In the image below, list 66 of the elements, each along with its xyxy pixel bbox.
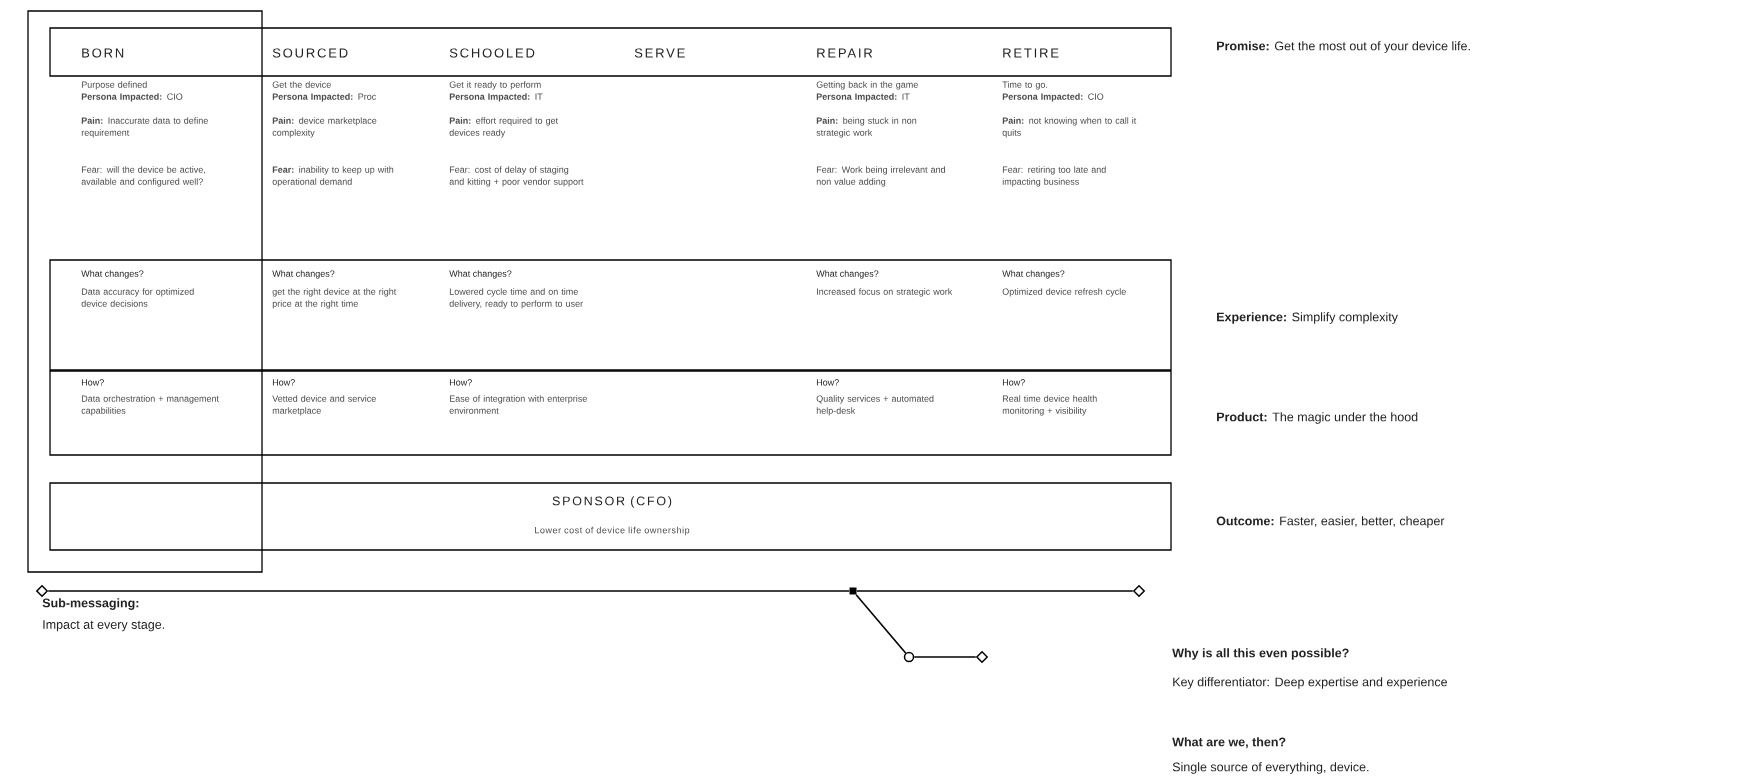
stage-header-band xyxy=(49,27,1172,77)
row-heading: What changes? xyxy=(1002,270,1065,279)
sponsor-title: SPONSOR (CFO) xyxy=(552,496,672,508)
stage-note: Fear: retiring too late and impacting business xyxy=(1002,166,1106,187)
stage-note: Fear: will the device be active, available and configured well? xyxy=(81,166,205,187)
stage-note: Persona Impacted: CIO xyxy=(1002,93,1104,102)
cell-text: get the right device at the right price at the right time xyxy=(272,288,397,309)
row-heading: What changes? xyxy=(81,270,144,279)
stage-note: Get the device xyxy=(272,81,331,88)
stage-note: Pain: being stuck in non strategic work xyxy=(816,117,917,138)
stage-heading: RETIRE xyxy=(1003,48,1059,58)
message-text: Product: The magic under the hood xyxy=(1217,412,1418,424)
row-heading: How? xyxy=(81,379,104,386)
cell-text: Vetted device and service marketplace xyxy=(272,395,376,416)
timeline-line xyxy=(913,656,977,658)
sponsor-box xyxy=(49,482,1172,551)
sponsor-subtitle: Lower cost of device life ownership xyxy=(535,526,690,536)
row-heading: How? xyxy=(1002,379,1025,386)
stage-note: Persona Impacted: CIO xyxy=(81,93,183,102)
cell-text: Optimized device refresh cycle xyxy=(1002,288,1126,297)
row-heading: What changes? xyxy=(816,270,879,279)
cell-text: Ease of integration with enterprise environment xyxy=(449,395,587,414)
timeline-junction-marker xyxy=(849,587,857,595)
message-text: Single source of everything, device. xyxy=(1172,762,1369,774)
cell-text: Quality services + automated help-desk xyxy=(816,395,934,416)
how-row xyxy=(49,370,1172,456)
timeline-line xyxy=(855,593,907,654)
stage-note: Pain: Inaccurate data to define requirement xyxy=(81,117,208,138)
cell-text: Lowered cycle time and on time delivery, ready to perform to user xyxy=(449,288,583,309)
message-heading: What are we, then? xyxy=(1172,737,1286,749)
message-text: Experience: Simplify complexity xyxy=(1217,312,1398,324)
row-heading: What changes? xyxy=(272,270,335,279)
stage-heading: SCHOOLED xyxy=(449,48,535,58)
message-heading: Why is all this even possible? xyxy=(1172,648,1349,660)
changes-row xyxy=(49,259,1172,371)
row-heading: How? xyxy=(816,379,839,386)
message-text: Key differentiator: Deep expertise and experience xyxy=(1173,677,1447,689)
stage-heading: REPAIR xyxy=(817,48,873,58)
stage-note: Persona Impacted: IT xyxy=(449,93,543,102)
stage-note: Pain: not knowing when to call it quits xyxy=(1002,117,1137,138)
timeline-node-marker xyxy=(903,651,915,663)
timeline-line xyxy=(855,590,1134,592)
row-heading: What changes? xyxy=(449,270,512,279)
message-text: Impact at every stage. xyxy=(43,620,165,632)
cell-text: Increased focus on strategic work xyxy=(817,288,953,297)
stage-heading: SERVE xyxy=(634,48,685,58)
stage-note: Fear: cost of delay of staging and kitting + poor vendor support xyxy=(449,166,584,187)
stage-heading: BORN xyxy=(82,48,124,58)
stage-note: Pain: device marketplace complexity xyxy=(272,117,377,138)
stage-note: Fear: Work being irrelevant and non value adding xyxy=(816,166,945,187)
cell-text: Data accuracy for optimized device decisions xyxy=(81,288,194,307)
stage-note: Persona Impacted: Proc xyxy=(272,93,376,102)
timeline-line xyxy=(47,590,851,592)
stage-note: Fear: inability to keep up with operational demand xyxy=(272,166,394,187)
row-heading: How? xyxy=(449,379,472,386)
stage-heading: SOURCED xyxy=(272,48,348,58)
highlight-frame xyxy=(27,10,263,573)
cell-text: Data orchestration + management capabilities xyxy=(81,395,219,416)
stage-note: Pain: effort required to get devices ready xyxy=(449,117,558,138)
message-text: Outcome: Faster, easier, better, cheaper xyxy=(1216,516,1445,528)
stage-note: Purpose defined xyxy=(81,81,147,90)
message-heading: Sub-messaging: xyxy=(42,598,139,610)
stage-note: Persona Impacted: IT xyxy=(816,93,910,102)
message-text: Promise: Get the most out of your device life. xyxy=(1217,41,1470,53)
row-heading: How? xyxy=(272,379,295,386)
cell-text: Real time device health monitoring + visibility xyxy=(1002,395,1097,416)
